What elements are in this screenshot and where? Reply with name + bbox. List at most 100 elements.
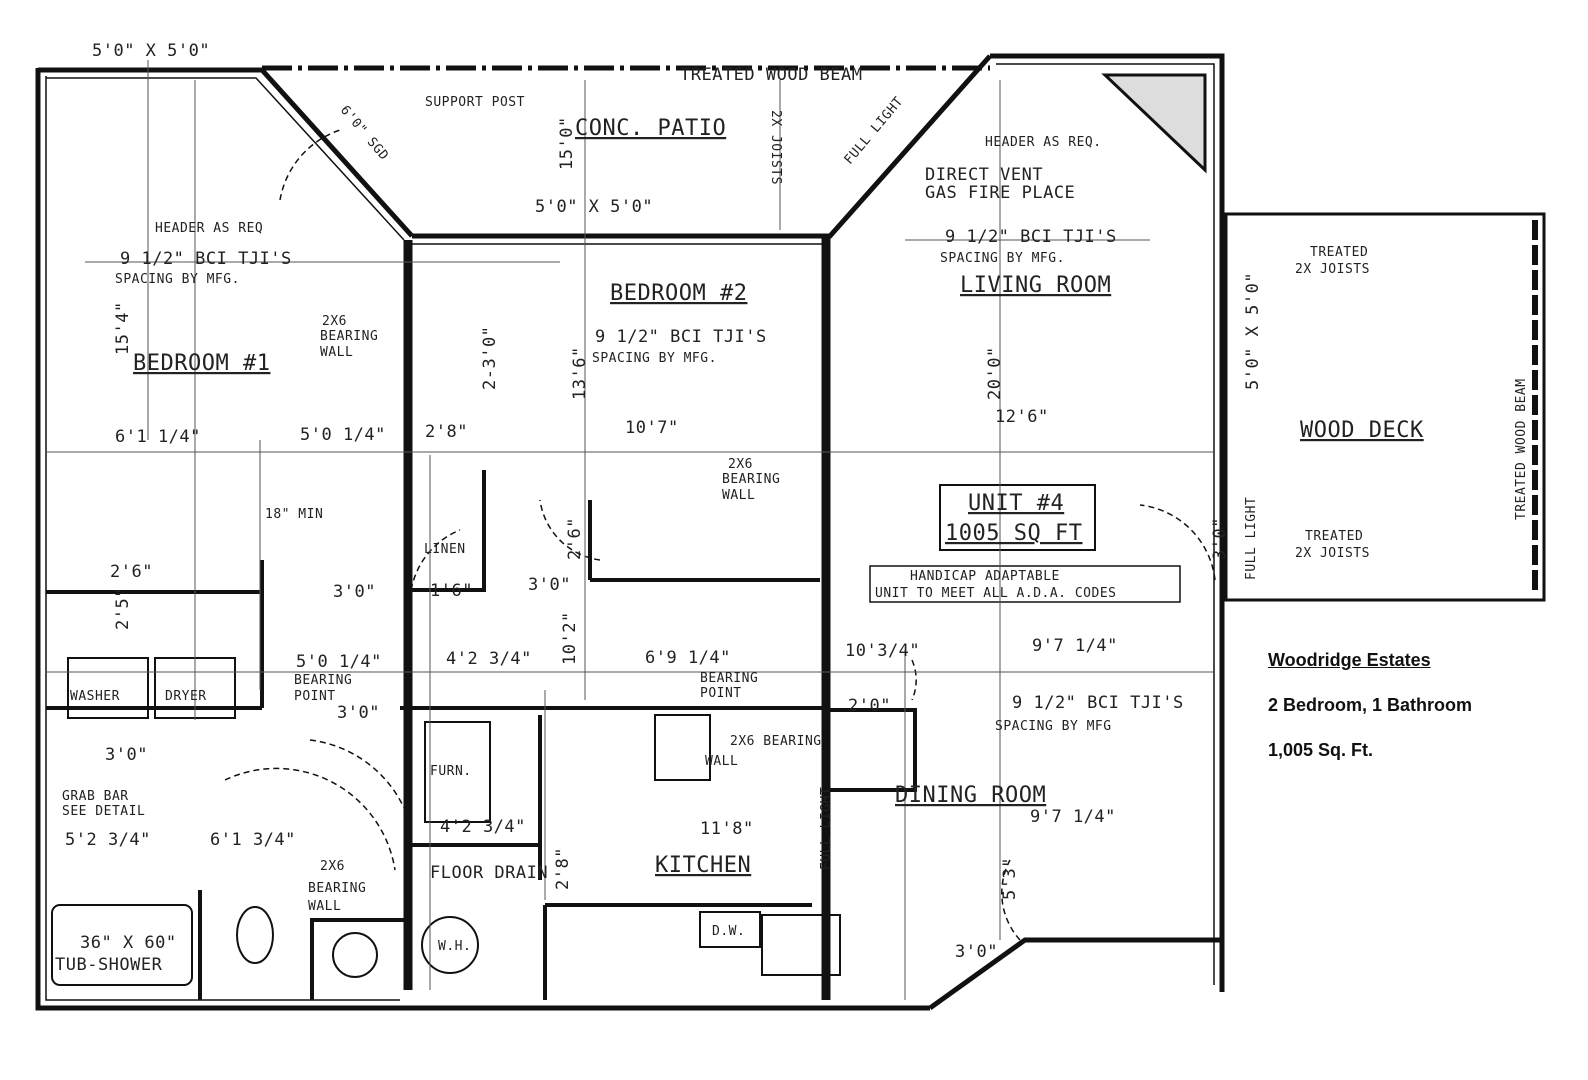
tub (51, 904, 193, 986)
label-d24: 11'8" (700, 819, 754, 839)
label-bw3-b: WALL (705, 754, 738, 769)
label-br1-joist-1: 9 1/2" BCI TJI'S (120, 249, 292, 269)
label-br2-joist-1: 9 1/2" BCI TJI'S (595, 327, 767, 347)
label-bp1-b: POINT (294, 689, 336, 704)
label-d7: 2'6" (110, 562, 153, 582)
washer (67, 657, 149, 719)
label-beam-top: TREATED WOOD BEAM (680, 65, 863, 85)
dimension-lines (46, 60, 1214, 1000)
label-d6: 12'6" (995, 407, 1049, 427)
label-deck-joist-1a: TREATED (1310, 245, 1368, 260)
label-bw1-c: WALL (320, 345, 353, 360)
label-d4: 10'7" (625, 418, 679, 438)
label-d18: 10'2" (560, 611, 580, 665)
dining-bay (928, 937, 1222, 1011)
fireplace (1101, 73, 1207, 174)
label-support-post: SUPPORT POST (425, 95, 525, 110)
label-furn: FURN. (430, 764, 472, 779)
patio-wall (412, 54, 992, 239)
door-swings (224, 129, 1216, 941)
label-tub-1: 36" X 60" (80, 933, 177, 953)
label-hc-1: HANDICAP ADAPTABLE (910, 569, 1060, 584)
label-wh: W.H. (438, 939, 471, 954)
legend-title: Woodridge Estates (1268, 650, 1431, 670)
ada-box (869, 565, 1181, 603)
label-deck-joist-2a: TREATED (1305, 529, 1363, 544)
label-bw2-c: WALL (722, 488, 755, 503)
label-header-r: HEADER AS REQ. (985, 135, 1102, 150)
label-fireplace-2: GAS FIRE PLACE (925, 183, 1075, 203)
label-lr-joist-2: SPACING BY MFG. (940, 251, 1065, 266)
label-patio-dim: 15'0" (557, 116, 577, 170)
label-deck-joist-1b: 2X JOISTS (1295, 262, 1370, 277)
label-d13: 5'0 1/4" (296, 652, 382, 672)
label-lr-joist-1: 9 1/2" BCI TJI'S (945, 227, 1117, 247)
label-grab-1: GRAB BAR (62, 789, 129, 804)
label-bp2-a: BEARING (700, 671, 758, 686)
label-d5: 20'0" (985, 346, 1005, 400)
label-d1: 6'1 1/4" (115, 427, 201, 447)
water-heater (421, 916, 479, 974)
label-d17: 9'7 1/4" (1032, 636, 1118, 656)
label-drain: FLOOR DRAIN (430, 863, 548, 883)
label-bp2-b: POINT (700, 686, 742, 701)
interior-walls (46, 470, 917, 1000)
range (654, 714, 711, 781)
label-patio-joists: 2X JOISTS (768, 110, 783, 185)
label-win-patio: 5'0" X 5'0" (535, 197, 653, 217)
label-bw4-c: WALL (308, 899, 341, 914)
sink (332, 932, 378, 978)
legend-area: 1,005 Sq. Ft. (1268, 740, 1374, 760)
label-bw4-a: 2X6 (320, 859, 345, 874)
label-br2-door: 2-3'0" (480, 326, 500, 390)
label-wood-deck: WOOD DECK (1300, 418, 1424, 443)
legend-rooms: 2 Bedroom, 1 Bathroom (1268, 695, 1473, 715)
label-living-room: LIVING ROOM (960, 273, 1111, 298)
label-d15: 6'9 1/4" (645, 648, 731, 668)
label-header-l: HEADER AS REQ (155, 221, 263, 236)
label-washer: WASHER (70, 689, 120, 704)
label-dining: DINING ROOM (895, 783, 1046, 808)
label-hc-2: UNIT TO MEET ALL A.D.A. CODES (875, 586, 1116, 601)
label-patio: CONC. PATIO (575, 116, 726, 141)
label-d10: 3'0" (528, 575, 571, 595)
unit-box (939, 484, 1096, 551)
furnace (424, 721, 491, 823)
label-full-light: FULL LIGHT (1244, 497, 1259, 580)
label-d28: 3'0" (955, 942, 998, 962)
north-wall-bedroom1 (38, 67, 414, 238)
label-d14: 4'2 3/4" (446, 649, 532, 669)
label-br2-joist-2: SPACING BY MFG. (592, 351, 717, 366)
label-d12: 2'5" (113, 587, 133, 630)
label-d9: 1'6" (430, 581, 473, 601)
label-d27: 5'3" (1000, 857, 1020, 900)
label-br1-joist-2: SPACING BY MFG. (115, 272, 240, 287)
label-br2-dim: 13'6" (570, 346, 590, 400)
label-bw4-b: BEARING (308, 881, 366, 896)
label-bedroom1: BEDROOM #1 (133, 351, 270, 376)
label-d25: 5'2 3/4" (65, 830, 151, 850)
outer-wall-west-inner (45, 76, 400, 1001)
outer-wall-east-inner (996, 63, 1215, 985)
dishwasher (699, 911, 761, 948)
label-bw1-b: BEARING (320, 329, 378, 344)
label-d19: 3'0" (337, 703, 380, 723)
wood-deck-outline (1224, 212, 1546, 602)
walls (35, 53, 1546, 1011)
toilet (236, 906, 274, 964)
outer-wall-east (990, 53, 1225, 992)
label-d29: 2'8" (553, 847, 573, 890)
label-d20: 2'0" (848, 696, 891, 716)
label-d21: 3'0" (105, 745, 148, 765)
label-deck-beam: TREATED WOOD BEAM (1514, 378, 1529, 520)
label-unit-2: 1005 SQ FT (945, 521, 1082, 546)
label-bw2-b: BEARING (722, 472, 780, 487)
label-dryer: DRYER (165, 689, 207, 704)
label-bw3-a: 2X6 BEARING (730, 734, 822, 749)
label-unit-1: UNIT #4 (968, 491, 1064, 516)
label-d8: 3'0" (333, 582, 376, 602)
label-bp1-a: BEARING (294, 673, 352, 688)
label-dr-joist-2: SPACING BY MFG (995, 719, 1112, 734)
north-wall-inner (46, 77, 405, 241)
